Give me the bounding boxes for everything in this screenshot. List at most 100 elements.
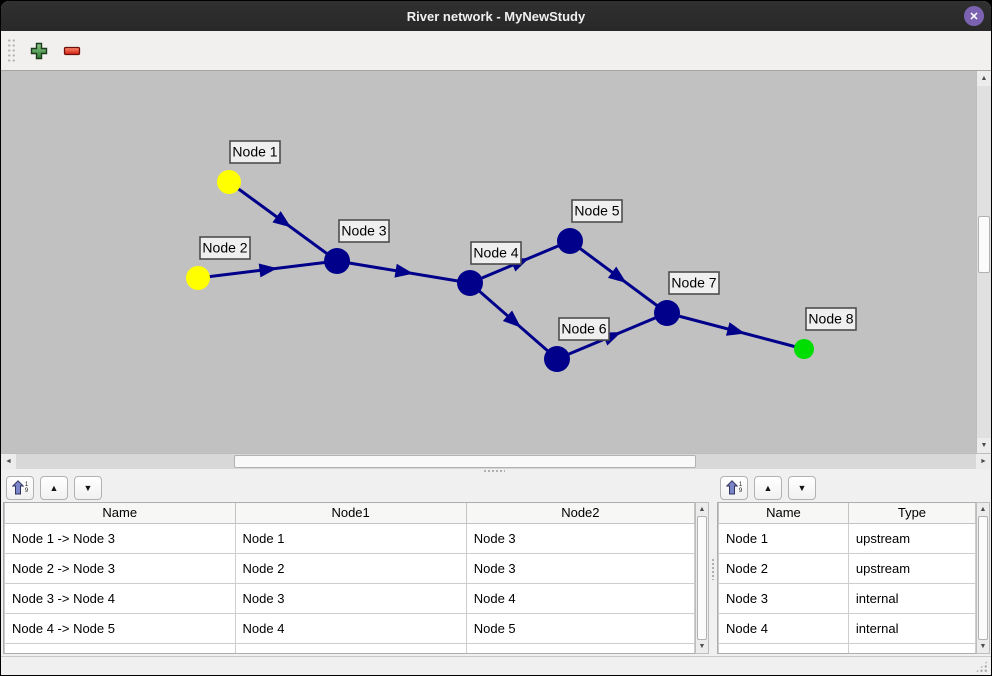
horizontal-splitter[interactable]	[1, 469, 991, 473]
remove-node-button[interactable]	[58, 37, 86, 65]
links-sort-button[interactable]: 1 9	[6, 475, 34, 500]
horizontal-scroll-thumb[interactable]	[234, 455, 696, 468]
scroll-up-button[interactable]: ▲	[696, 503, 708, 516]
scroll-track[interactable]	[696, 454, 976, 469]
table-cell[interactable]: internal	[847, 582, 976, 614]
titlebar[interactable]: River network - MyNewStudy ✕	[1, 1, 991, 31]
edge-arrow-icon	[394, 263, 414, 278]
node-label: Node 7	[671, 275, 716, 291]
table-cell[interactable]: Node 2	[234, 552, 467, 584]
toolbar-drag-handle[interactable]	[7, 37, 16, 64]
column-header[interactable]: Type	[847, 503, 976, 524]
close-button[interactable]: ✕	[964, 6, 984, 26]
node-circle-node-3[interactable]	[324, 248, 350, 274]
table-cell[interactable]	[465, 642, 695, 653]
scroll-left-button[interactable]: ◄	[1, 454, 16, 469]
table-cell[interactable]: Node 3	[234, 582, 467, 614]
node-label-box[interactable]	[338, 219, 390, 243]
scroll-down-button[interactable]: ▼	[977, 438, 991, 453]
nodes-table-scrollbar[interactable]: ▲ ▼	[976, 502, 990, 654]
node-label-box[interactable]	[558, 317, 610, 341]
node-label-box[interactable]	[571, 199, 623, 223]
table-cell[interactable]: Node 1	[234, 522, 467, 554]
node-label-box[interactable]	[199, 236, 251, 260]
node-circle-node-4[interactable]	[457, 270, 483, 296]
vertical-scroll-thumb[interactable]	[978, 216, 990, 273]
scroll-down-icon: ▼	[698, 643, 706, 650]
table-cell[interactable]	[234, 642, 467, 653]
node-label: Node 8	[808, 311, 853, 327]
edge-arrow-icon	[725, 322, 746, 336]
node-circle-node-2[interactable]	[186, 266, 210, 290]
scroll-up-button[interactable]: ▲	[977, 71, 991, 86]
table-cell[interactable]: Node 5	[465, 612, 695, 644]
up-triangle-icon: ▲	[49, 482, 59, 493]
links-move-up-button[interactable]: ▲	[40, 475, 68, 500]
scroll-down-button[interactable]: ▼	[977, 640, 989, 653]
column-header[interactable]: Node2	[465, 503, 695, 524]
node-label: Node 4	[473, 245, 518, 261]
table-row	[718, 642, 976, 653]
table-cell[interactable]: Node 2 -> Node 3	[4, 552, 236, 584]
table-cell[interactable]: upstream	[847, 552, 976, 584]
column-header[interactable]: Node1	[234, 503, 467, 524]
node-label-box[interactable]	[229, 140, 281, 164]
table-cell[interactable]: Node 4	[234, 612, 467, 644]
column-header[interactable]: Name	[4, 503, 236, 524]
table-cell[interactable]: Node 3 -> Node 4	[4, 582, 236, 614]
table-cell[interactable]: Node 4 -> Node 5	[4, 612, 236, 644]
table-cell[interactable]: Node 1	[718, 522, 849, 554]
canvas-horizontal-scrollbar[interactable]: ◄ ►	[1, 453, 991, 469]
nodes-move-up-button[interactable]: ▲	[754, 475, 782, 500]
node-circle-node-8[interactable]	[794, 339, 814, 359]
node-label-box[interactable]	[470, 241, 522, 265]
node-circle-node-5[interactable]	[557, 228, 583, 254]
scroll-down-button[interactable]: ▼	[696, 640, 708, 653]
table-cell[interactable]: Node 3	[718, 582, 849, 614]
scroll-thumb[interactable]	[978, 516, 988, 640]
table-cell[interactable]	[718, 642, 849, 653]
add-node-button[interactable]	[25, 37, 53, 65]
table-cell[interactable]: upstream	[847, 522, 976, 554]
vertical-splitter[interactable]	[709, 473, 717, 654]
node-circle-node-6[interactable]	[544, 346, 570, 372]
table-cell[interactable]	[4, 642, 236, 653]
links-table-scrollbar[interactable]: ▲ ▼	[695, 502, 709, 654]
node-circle-node-7[interactable]	[654, 300, 680, 326]
table-cell[interactable]: Node 3	[465, 552, 695, 584]
splitter-handle-icon	[483, 469, 505, 473]
scroll-thumb[interactable]	[697, 516, 707, 640]
scroll-up-button[interactable]: ▲	[977, 503, 989, 516]
main-toolbar	[1, 31, 991, 70]
table-cell[interactable]: Node 1 -> Node 3	[4, 522, 236, 554]
scroll-up-icon: ▲	[979, 506, 987, 513]
node-circle-node-1[interactable]	[217, 170, 241, 194]
table-cell[interactable]: Node 3	[465, 522, 695, 554]
canvas-vertical-scrollbar[interactable]: ▲ ▼	[976, 71, 991, 453]
links-move-down-button[interactable]: ▼	[74, 475, 102, 500]
sort-digits-icon: 1 9	[24, 481, 29, 494]
node-label: Node 6	[561, 321, 606, 337]
nodes-move-down-button[interactable]: ▼	[788, 475, 816, 500]
resize-grip[interactable]	[975, 660, 988, 673]
table-cell[interactable]: Node 4	[465, 582, 695, 614]
table-cell[interactable]: Node 4	[718, 612, 849, 644]
table-cell[interactable]	[847, 642, 976, 653]
scroll-right-button[interactable]: ►	[976, 454, 991, 469]
sort-digits-icon: 1 9	[738, 481, 743, 494]
node-label-box[interactable]	[805, 307, 857, 331]
column-header[interactable]: Name	[718, 503, 849, 524]
table-cell[interactable]: Node 2	[718, 552, 849, 584]
node-label-box[interactable]	[668, 271, 720, 295]
table-cell[interactable]: internal	[847, 612, 976, 644]
nodes-sort-button[interactable]: 1 9	[720, 475, 748, 500]
